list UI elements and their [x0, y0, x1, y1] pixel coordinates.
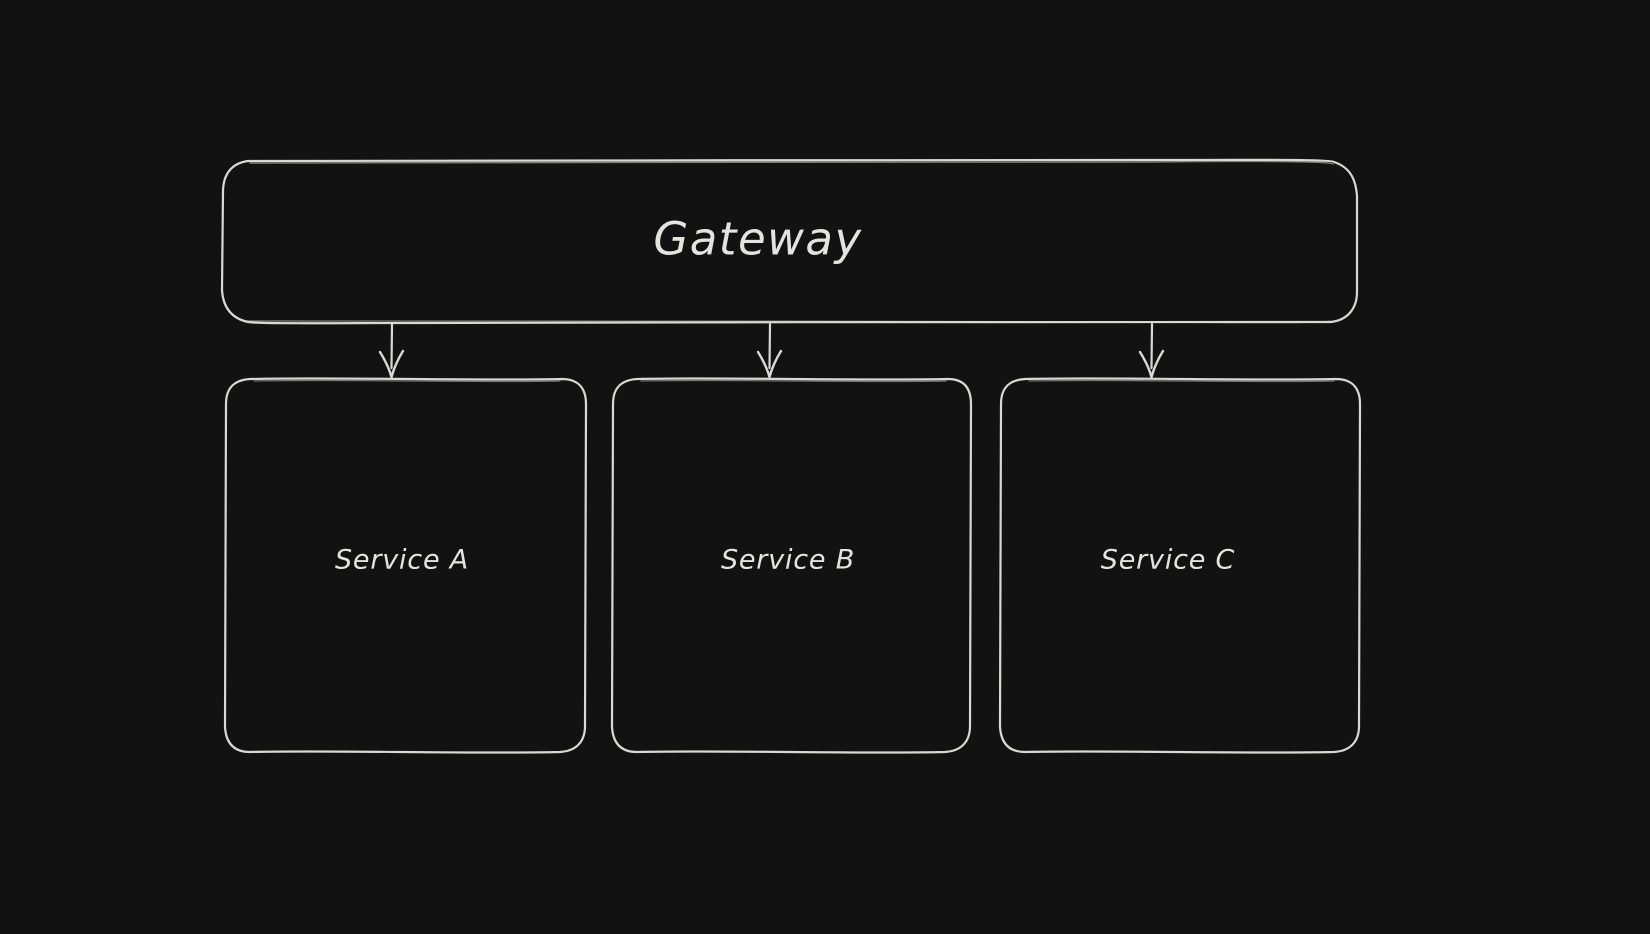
node-label-service-c: Service C [1100, 544, 1236, 576]
edge-gateway-to-service-a[interactable] [378, 322, 405, 379]
node-label-service-a: Service A [334, 544, 470, 576]
node-label-service-b: Service B [720, 544, 856, 576]
edge-gateway-to-service-b[interactable] [756, 322, 783, 379]
node-label-gateway: Gateway [653, 212, 863, 266]
node-service-a-shape[interactable] [223, 377, 588, 754]
node-service-c-shape[interactable] [998, 377, 1362, 754]
edge-gateway-to-service-c[interactable] [1138, 322, 1165, 379]
node-service-b-shape[interactable] [610, 377, 973, 754]
